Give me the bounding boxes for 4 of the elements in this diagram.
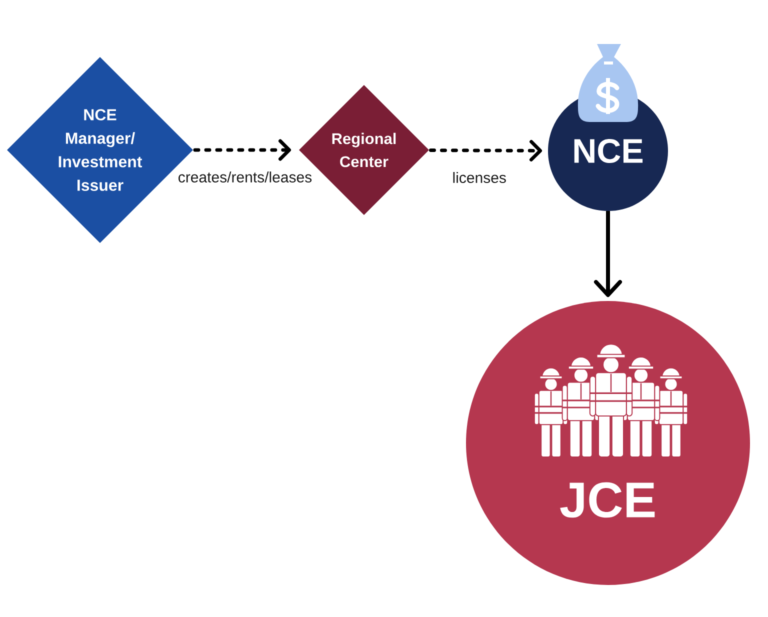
edge-label: licenses: [450, 170, 508, 184]
arrow: [193, 139, 291, 161]
arrow: [594, 211, 622, 297]
arrow: [429, 140, 542, 162]
